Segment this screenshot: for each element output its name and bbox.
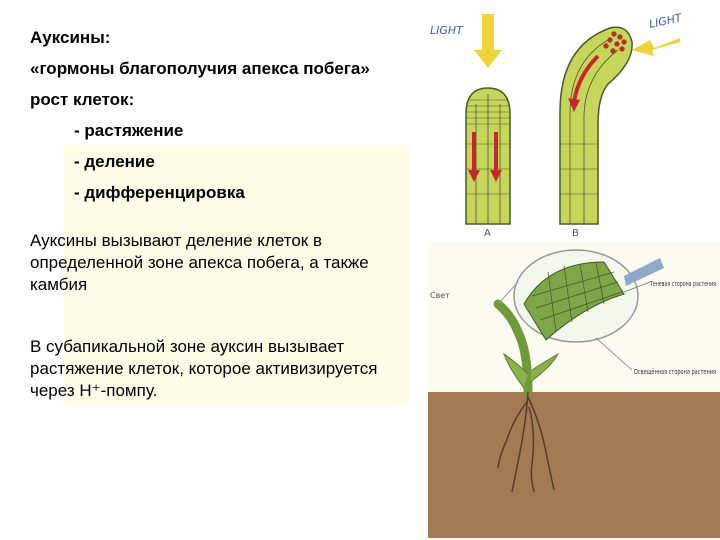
light-label-left: LIGHT xyxy=(430,24,464,37)
list-item-stretching: - растяжение xyxy=(74,121,184,140)
coleoptile-b xyxy=(559,26,633,225)
auxin-flow-arrows-b xyxy=(568,54,600,112)
light-beam-icon xyxy=(624,258,664,286)
seedling-phototropism-figure: Свет Теневая сторона растения Освещённая… xyxy=(428,242,720,538)
label-a: A xyxy=(484,228,491,239)
coleoptile-phototropism-figure: LIGHT A xyxy=(430,11,684,239)
light-source-label: Свет xyxy=(430,291,450,300)
magnified-cells-inset xyxy=(513,249,639,343)
light-label-right: LIGHT xyxy=(648,11,684,31)
text-background-panel xyxy=(64,145,410,405)
slide-subtitle: «гормоны благополучия апекса побега» xyxy=(30,59,370,78)
roots xyxy=(497,391,555,493)
paragraph-cell-elongation: В субапикальной зоне ауксин вызывает рас… xyxy=(30,337,378,400)
list-heading: рост клеток: xyxy=(30,90,135,109)
list-item-differentiation: - дифференцировка xyxy=(74,183,245,202)
label-b: B xyxy=(572,228,579,239)
paragraph-cell-division: Ауксины вызывают деление клеток в опреде… xyxy=(30,231,369,294)
coleoptile-a xyxy=(465,87,511,225)
list-item-division: - деление xyxy=(74,152,155,171)
soil-area xyxy=(428,392,720,538)
slide-title: Ауксины: xyxy=(30,28,111,47)
callout-lit-side: Освещённая сторона растения xyxy=(634,368,716,376)
auxin-flow-arrows-a xyxy=(468,132,502,182)
callout-shaded-side: Теневая сторона растения xyxy=(649,280,716,288)
light-arrow-icon-left xyxy=(474,14,502,68)
light-arrow-icon-right xyxy=(632,38,680,56)
header-block: Ауксины: «гормоны благополучия апекса по… xyxy=(30,22,420,208)
